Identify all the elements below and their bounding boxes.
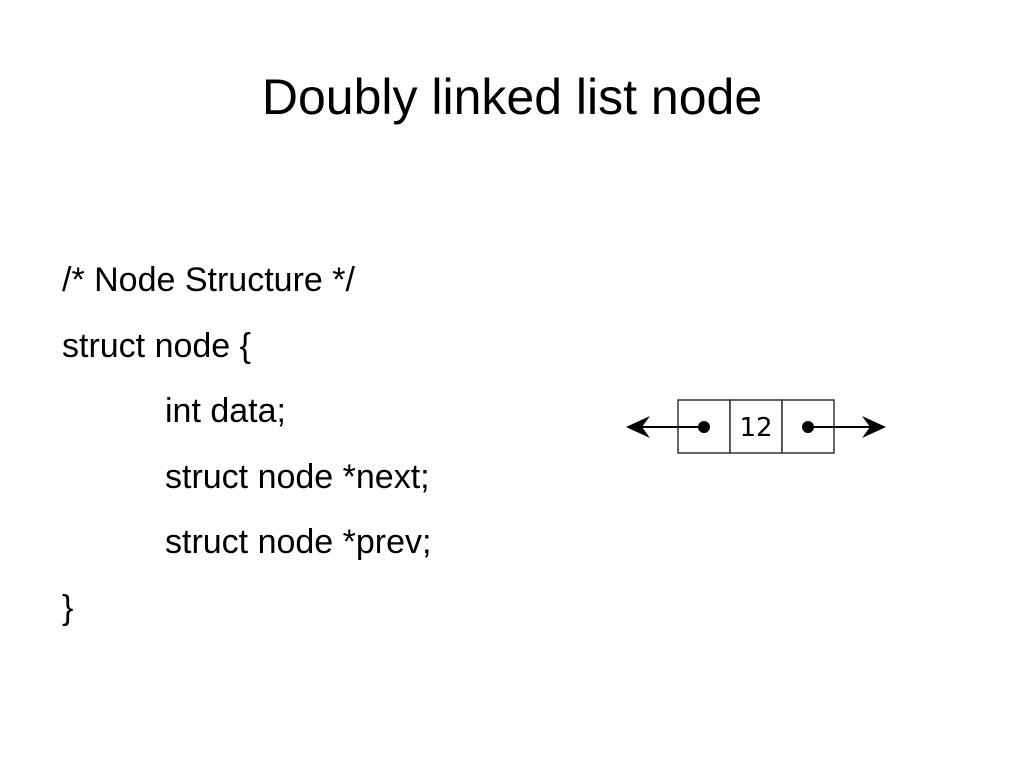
- slide-title: Doubly linked list node: [261, 69, 763, 125]
- prev-arrow-head-icon: [626, 416, 650, 438]
- next-arrow-head-icon: [862, 416, 886, 438]
- node-value-label: 12: [739, 413, 772, 443]
- next-pointer-dot-icon: [802, 421, 814, 433]
- linked-list-node-diagram: 12: [620, 392, 900, 462]
- code-line-struct-close: }: [62, 588, 74, 627]
- code-line-next-field: struct node *next;: [165, 457, 430, 496]
- code-line-prev-field: struct node *prev;: [165, 523, 432, 561]
- code-line-data-field: int data;: [165, 392, 286, 430]
- code-line-comment: /* Node Structure */: [62, 261, 355, 299]
- node-diagram-svg: 12: [626, 399, 886, 454]
- code-block: /* Node Structure */ struct node { int d…: [62, 248, 602, 641]
- code-line-struct-open: struct node {: [62, 326, 252, 365]
- prev-pointer-dot-icon: [698, 421, 710, 433]
